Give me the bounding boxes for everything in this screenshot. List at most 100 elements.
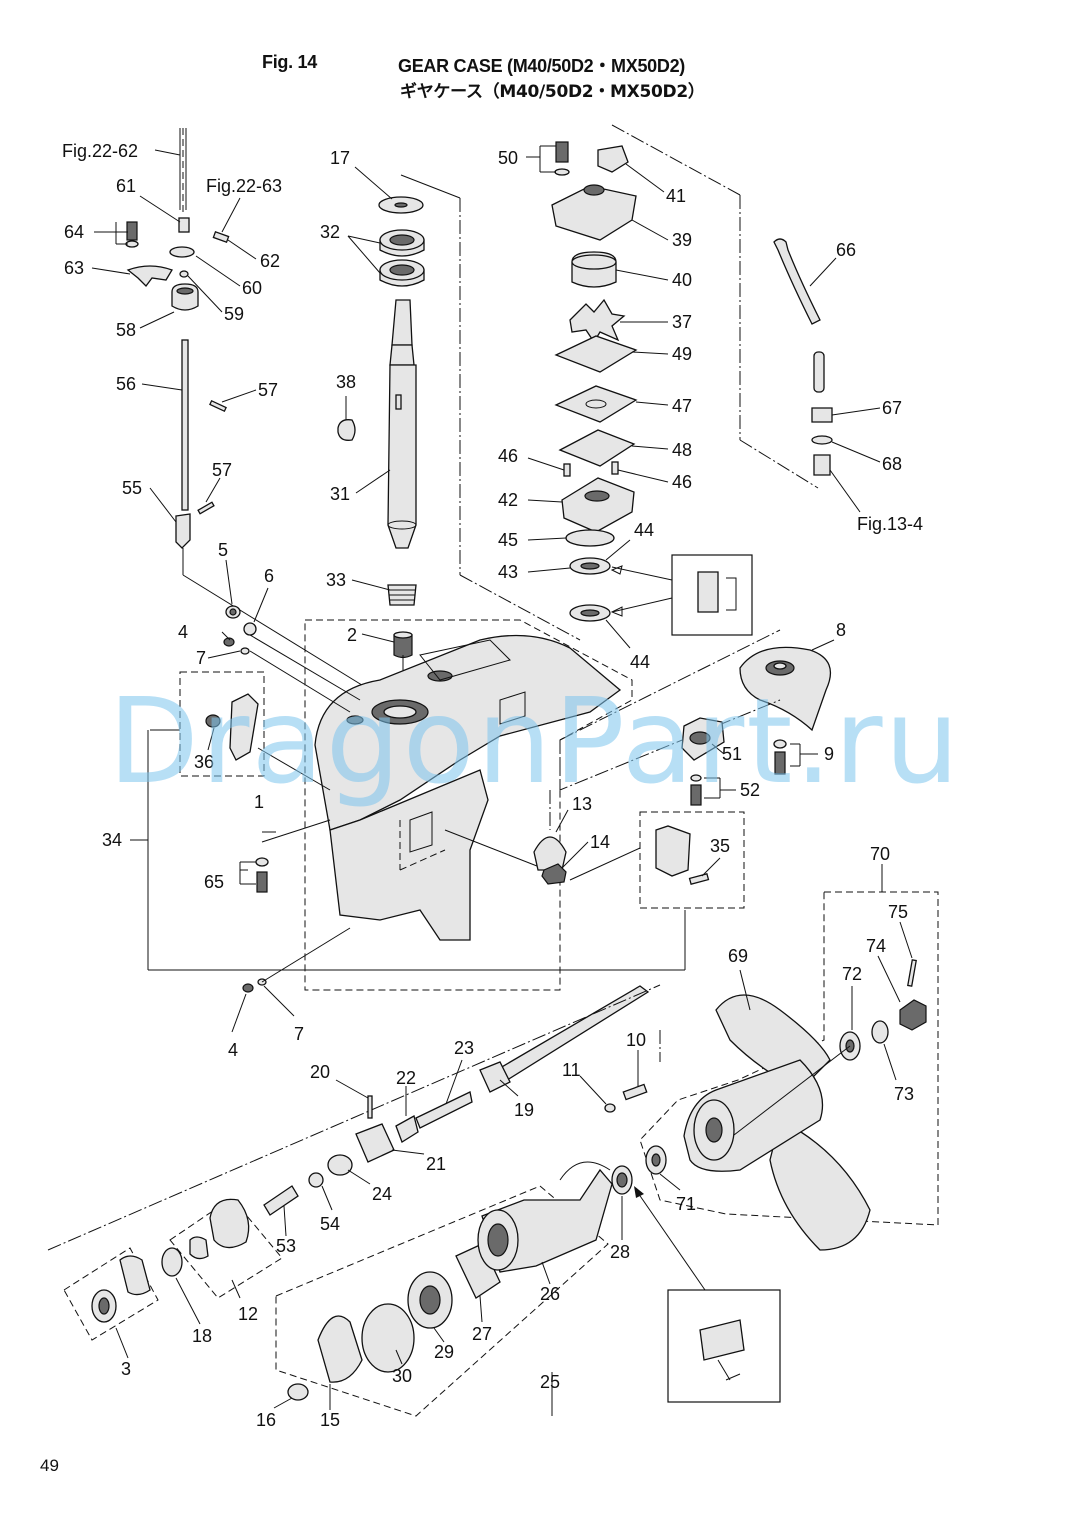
callout-46: 46 — [498, 446, 518, 466]
clutch-21 — [355, 1123, 395, 1163]
cotter-pin-75 — [907, 959, 917, 987]
pin-53 — [263, 1185, 299, 1216]
sleeve-2 — [393, 634, 413, 659]
callout-43: 43 — [498, 562, 518, 582]
o-ring-60 — [169, 246, 195, 258]
callout-54: 54 — [320, 1214, 340, 1234]
drive-shaft-group — [337, 174, 581, 705]
bolt-52 — [690, 784, 702, 806]
callout-1: 1 — [254, 792, 264, 812]
callout-10: 10 — [626, 1030, 646, 1050]
water-tube-group — [773, 238, 833, 476]
ref-fig-22-62: Fig.22-62 — [62, 141, 138, 161]
callout-52: 52 — [740, 780, 760, 800]
plunger-22 — [395, 1115, 419, 1143]
callout-41: 41 — [666, 186, 686, 206]
anode-36 — [229, 693, 259, 761]
callout-11: 11 — [562, 1060, 581, 1080]
callout-17: 17 — [330, 148, 350, 168]
callout-21: 21 — [426, 1154, 446, 1174]
leader-lines — [91, 145, 913, 1416]
callout-37: 37 — [672, 312, 692, 332]
bolt-9 — [774, 751, 786, 775]
washer-9 — [773, 739, 787, 749]
callout-12: 12 — [238, 1304, 258, 1324]
callout-40: 40 — [672, 270, 692, 290]
callout-20: 20 — [310, 1062, 330, 1082]
callout-19: 19 — [514, 1100, 534, 1120]
grommet-67 — [811, 407, 833, 423]
o-ring-59 — [179, 270, 189, 278]
screw-4b — [242, 983, 254, 993]
callout-4: 4 — [178, 622, 188, 642]
callout-66: 66 — [836, 240, 856, 260]
bolt-10 — [622, 1083, 648, 1101]
bolt-65 — [256, 871, 268, 893]
bolt-50 — [555, 141, 569, 163]
reverse-gear-15 — [317, 1315, 363, 1383]
washer-11 — [604, 1103, 616, 1113]
ring-24 — [327, 1154, 353, 1176]
callout-7b: 7 — [294, 1024, 304, 1044]
trim-tab-8 — [739, 646, 831, 732]
callout-61: 61 — [116, 176, 136, 196]
callout-65: 65 — [204, 872, 224, 892]
taper-roller-bearing-3 — [119, 1255, 151, 1296]
callout-16: 16 — [256, 1410, 276, 1430]
pin-62 — [212, 230, 230, 244]
callout-53: 53 — [276, 1236, 296, 1256]
callout-45: 45 — [498, 530, 518, 550]
callout-69: 69 — [728, 946, 748, 966]
pin-57b — [197, 501, 215, 515]
seal-rubber — [813, 454, 831, 476]
bearing-27 — [455, 1243, 501, 1299]
gasket-6 — [243, 622, 257, 636]
callout-58: 58 — [116, 320, 136, 340]
propeller-blade-bottom — [769, 1119, 871, 1251]
callout-30: 30 — [392, 1366, 412, 1386]
dowel-46a — [563, 463, 571, 477]
callout-67: 67 — [882, 398, 902, 418]
callout-59: 59 — [224, 304, 244, 324]
propeller-nut-74 — [899, 999, 927, 1031]
callout-47: 47 — [672, 396, 692, 416]
page-title: GEAR CASE (M40/50D2・MX50D2) — [398, 56, 685, 76]
callout-9: 9 — [824, 744, 834, 764]
callout-71: 71 — [676, 1194, 696, 1214]
water-pump-group — [551, 124, 819, 636]
gasket-48 — [558, 429, 636, 467]
callout-56: 56 — [116, 374, 136, 394]
drive-shaft-spline — [391, 299, 413, 346]
callout-55: 55 — [122, 478, 142, 498]
callout-labels: Fig.22-62 Fig.22-63 Fig.13-4 1 2 3 4 4 5… — [62, 141, 923, 1430]
pin-61 — [178, 217, 190, 233]
o-ring-45 — [565, 529, 615, 547]
pin-20 — [367, 1095, 373, 1119]
page-number: 49 — [40, 1456, 59, 1475]
callout-75: 75 — [888, 902, 908, 922]
callout-49: 49 — [672, 344, 692, 364]
callout-36: 36 — [194, 752, 214, 772]
callout-4b: 4 — [228, 1040, 238, 1060]
callout-15: 15 — [320, 1410, 340, 1430]
callout-33: 33 — [326, 570, 346, 590]
callout-23: 23 — [454, 1038, 474, 1058]
callout-63: 63 — [64, 258, 84, 278]
screw-35 — [688, 872, 710, 886]
bolt-64 — [126, 221, 138, 241]
callout-72: 72 — [842, 964, 862, 984]
insert-41 — [597, 145, 629, 173]
propeller-shaft-group — [47, 984, 781, 1417]
pinion-13 — [533, 836, 567, 871]
callout-26: 26 — [540, 1284, 560, 1304]
callout-31: 31 — [330, 484, 350, 504]
o-ring-30 — [361, 1303, 415, 1373]
callout-60: 60 — [242, 278, 262, 298]
callout-29: 29 — [434, 1342, 454, 1362]
callout-7: 7 — [196, 648, 206, 668]
water-tube-66 — [773, 238, 821, 325]
callout-70: 70 — [870, 844, 890, 864]
shim-16 — [287, 1383, 309, 1401]
callout-13: 13 — [572, 794, 592, 814]
